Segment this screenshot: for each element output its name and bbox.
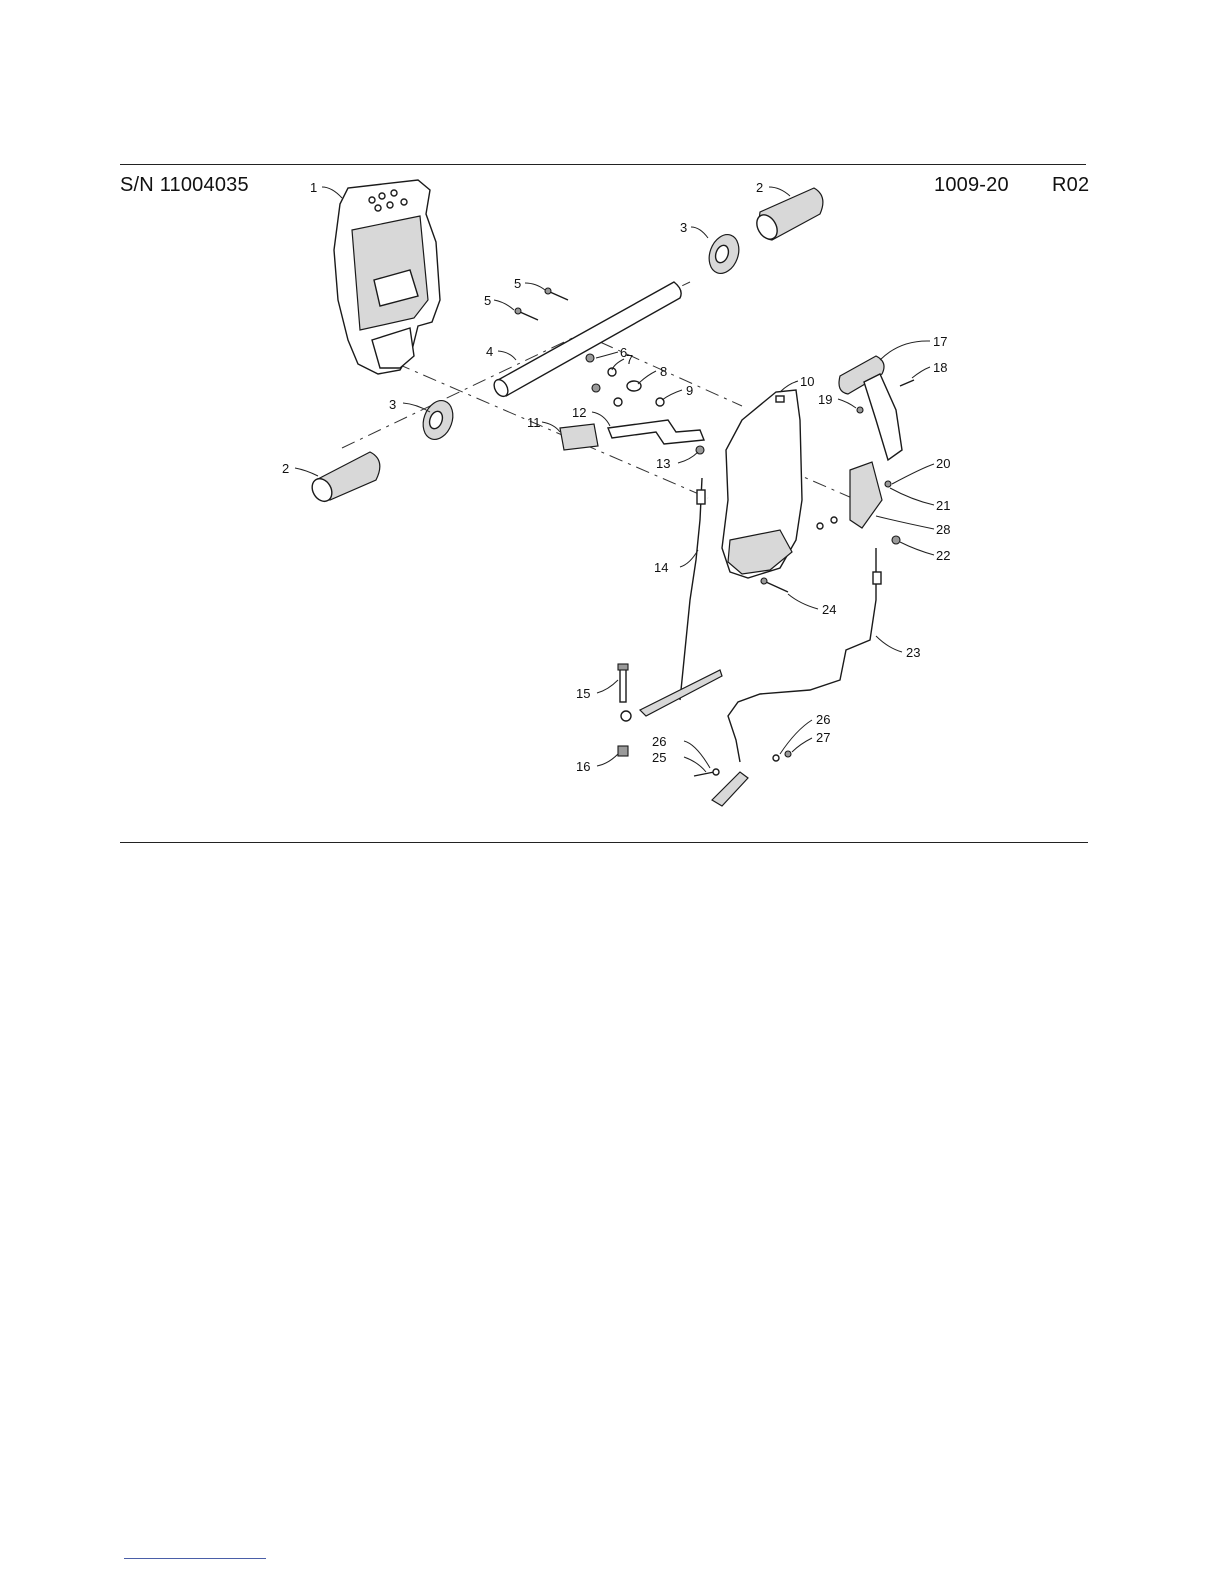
callout-22: 22 [936,548,950,563]
part-18-lever-bracket [864,374,914,460]
callout-26-left: 26 [652,734,666,749]
part-12-linkage-bar [608,420,704,444]
part-15-bolt [618,664,628,702]
callout-21: 21 [936,498,950,513]
callout-1: 1 [310,180,317,195]
footer-rule [120,842,1088,843]
callout-3-left-flange: 3 [389,397,396,412]
callout-19: 19 [818,392,832,407]
part-19-nut [857,407,863,413]
callout-17: 17 [933,334,947,349]
callout-15: 15 [576,686,590,701]
part-3-left-flange [418,396,458,443]
callout-3-right-flange: 3 [680,220,687,235]
callout-26-right: 26 [816,712,830,727]
callout-16: 16 [576,759,590,774]
part-23-cable [728,548,881,762]
part-4-handle-tube [491,282,681,399]
callout-11: 11 [527,415,541,430]
callout-14: 14 [654,560,668,575]
part-2-left-grip [308,452,380,505]
part-1-left-console-housing [334,180,440,374]
part-28-guard [850,462,882,528]
callout-5-lower: 5 [484,293,491,308]
callout-8: 8 [660,364,667,379]
callout-18: 18 [933,360,947,375]
part-24-screw [761,578,788,592]
part-3-right-flange [704,230,744,277]
callout-2-right-grip: 2 [756,180,763,195]
callout-4: 4 [486,344,493,359]
callout-2-left-grip: 2 [282,461,289,476]
part-11-block [560,424,598,450]
callout-10: 10 [800,374,814,389]
callout-20: 20 [936,456,950,471]
callout-9: 9 [686,383,693,398]
callout-23: 23 [906,645,920,660]
part-5-bolts [515,288,568,320]
callout-13: 13 [656,456,670,471]
part-14-cable [621,478,722,721]
callout-25: 25 [652,750,666,765]
footnote-rule [124,1558,266,1559]
callout-27: 27 [816,730,830,745]
part-16-nut [618,746,628,756]
callout-7: 7 [626,352,633,367]
part-2-right-grip [753,188,823,243]
part-10-right-console-housing [722,390,802,578]
parts-25-27-pedal-linkage [694,751,791,806]
callout-12: 12 [572,405,586,420]
callout-24: 24 [822,602,836,617]
parts-6-9-hardware [586,354,664,406]
callout-28: 28 [936,522,950,537]
callout-5-upper: 5 [514,276,521,291]
exploded-parts-diagram: 1 2 2 3 3 4 5 5 6 7 8 9 10 11 12 13 14 1… [0,0,1224,860]
